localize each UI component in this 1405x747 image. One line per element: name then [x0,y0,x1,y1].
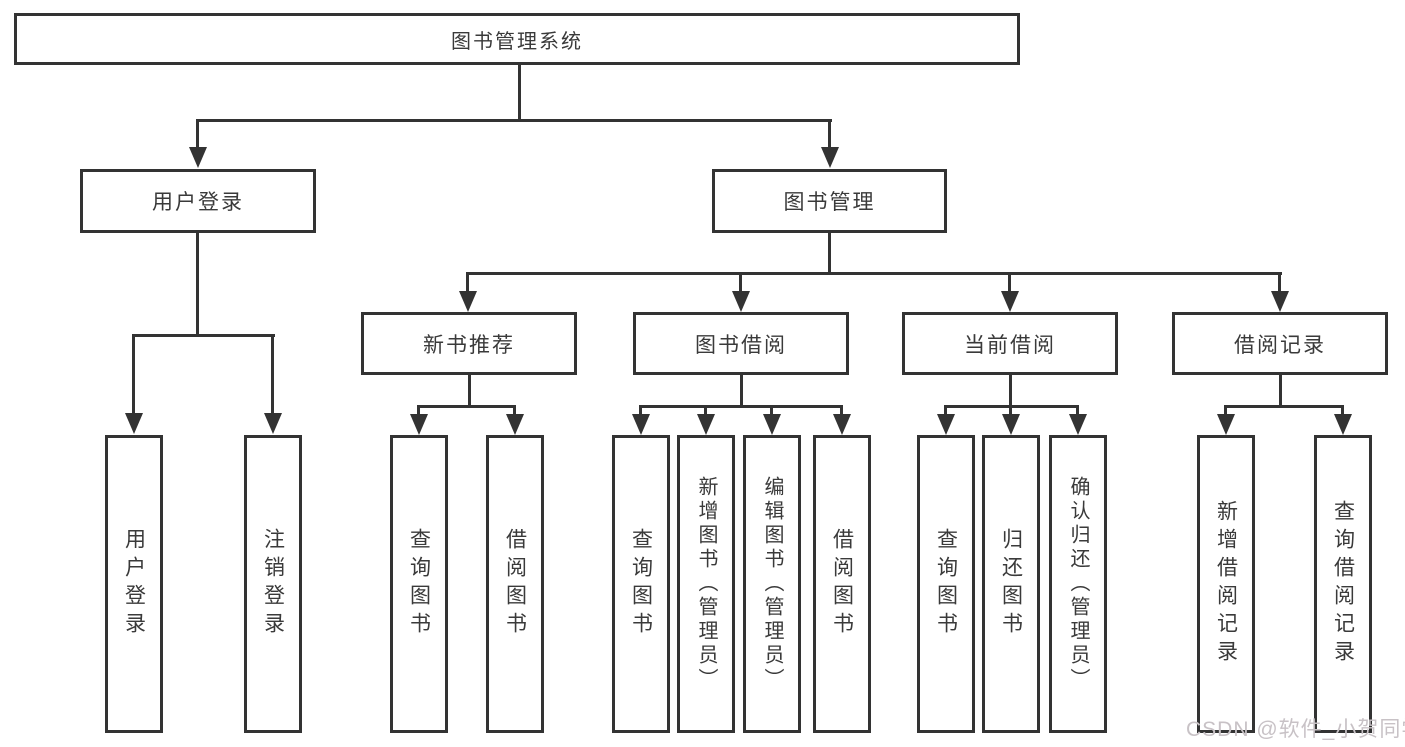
leaf-user-login-label: 用户登录 [122,528,146,640]
arrow-to-book-borrow [739,272,742,292]
leaf-query-books-1: 查询图书 [390,435,448,733]
arrow-to-leaf-borrow-books-1 [513,405,516,415]
connector-borrow-records-stem [1279,375,1282,408]
connector-root-branch [196,119,832,122]
arrow-to-book-mgmt [828,119,831,148]
leaf-user-login: 用户登录 [105,435,163,733]
connector-current-borrow-stem [1009,375,1012,408]
node-current-borrow-label: 当前借阅 [964,333,1056,357]
node-borrow-records: 借阅记录 [1172,312,1388,375]
leaf-borrow-books-1-label: 借阅图书 [503,528,527,640]
leaf-edit-books: 编辑图书（管理员） [743,435,801,733]
leaf-confirm-return-label: 确认归还（管理员） [1067,476,1089,692]
arrow-to-leaf-query-books-1 [417,405,420,415]
connector-book-mgmt-stem [828,233,831,275]
node-root-label: 图书管理系统 [451,30,583,53]
connector-new-book-rec-stem [468,375,471,408]
leaf-logout: 注销登录 [244,435,302,733]
arrow-to-leaf-return-books [1009,405,1012,415]
leaf-query-books-3-label: 查询图书 [934,528,958,640]
connector-book-mgmt-branch [466,272,1282,275]
node-user-login-label: 用户登录 [152,191,244,214]
leaf-query-books-1-label: 查询图书 [407,528,431,640]
node-root: 图书管理系统 [14,13,1020,65]
node-current-borrow: 当前借阅 [902,312,1118,375]
connector-book-borrow-branch [639,405,843,408]
connector-user-login-stem [196,233,199,337]
leaf-logout-label: 注销登录 [261,528,285,640]
node-book-borrow-label: 图书借阅 [695,333,787,357]
leaf-query-books-2-label: 查询图书 [629,528,653,640]
leaf-add-books: 新增图书（管理员） [677,435,735,733]
arrow-to-current-borrow [1008,272,1011,292]
connector-borrow-records-branch [1224,405,1344,408]
node-book-borrow: 图书借阅 [633,312,849,375]
arrow-to-leaf-confirm-return [1076,405,1079,415]
leaf-add-books-label: 新增图书（管理员） [695,476,717,692]
leaf-query-borrow-record: 查询借阅记录 [1314,435,1372,733]
node-book-mgmt: 图书管理 [712,169,947,233]
leaf-query-books-3: 查询图书 [917,435,975,733]
arrow-to-leaf-user-login [132,334,135,414]
leaf-borrow-books-2-label: 借阅图书 [830,528,854,640]
leaf-confirm-return: 确认归还（管理员） [1049,435,1107,733]
arrow-to-new-book-rec [466,272,469,292]
arrow-to-leaf-add-record [1224,405,1227,415]
connector-book-borrow-stem [740,375,743,408]
leaf-borrow-books-2: 借阅图书 [813,435,871,733]
arrow-to-leaf-edit-books [770,405,773,415]
arrow-to-leaf-logout [271,334,274,414]
leaf-add-borrow-record-label: 新增借阅记录 [1214,500,1238,668]
arrow-to-leaf-borrow-books-2 [840,405,843,415]
arrow-to-user-login [196,119,199,148]
leaf-borrow-books-1: 借阅图书 [486,435,544,733]
node-borrow-records-label: 借阅记录 [1234,333,1326,357]
node-book-mgmt-label: 图书管理 [783,191,876,214]
arrow-to-borrow-records [1278,272,1281,292]
connector-user-login-branch [132,334,275,337]
connector-new-book-rec-branch [417,405,516,408]
connector-root-stem [518,64,521,122]
csdn-watermark: CSDN @软件_小贺同学 [1186,718,1405,741]
arrow-to-leaf-add-books [704,405,707,415]
leaf-edit-books-label: 编辑图书（管理员） [761,476,783,692]
leaf-query-borrow-record-label: 查询借阅记录 [1331,500,1355,668]
leaf-query-books-2: 查询图书 [612,435,670,733]
node-new-book-rec: 新书推荐 [361,312,577,375]
arrow-to-leaf-query-books-2 [639,405,642,415]
node-new-book-rec-label: 新书推荐 [423,333,515,357]
leaf-return-books: 归还图书 [982,435,1040,733]
arrow-to-leaf-query-record [1341,405,1344,415]
leaf-add-borrow-record: 新增借阅记录 [1197,435,1255,733]
arrow-to-leaf-query-books-3 [944,405,947,415]
node-user-login: 用户登录 [80,169,316,233]
leaf-return-books-label: 归还图书 [999,528,1023,640]
